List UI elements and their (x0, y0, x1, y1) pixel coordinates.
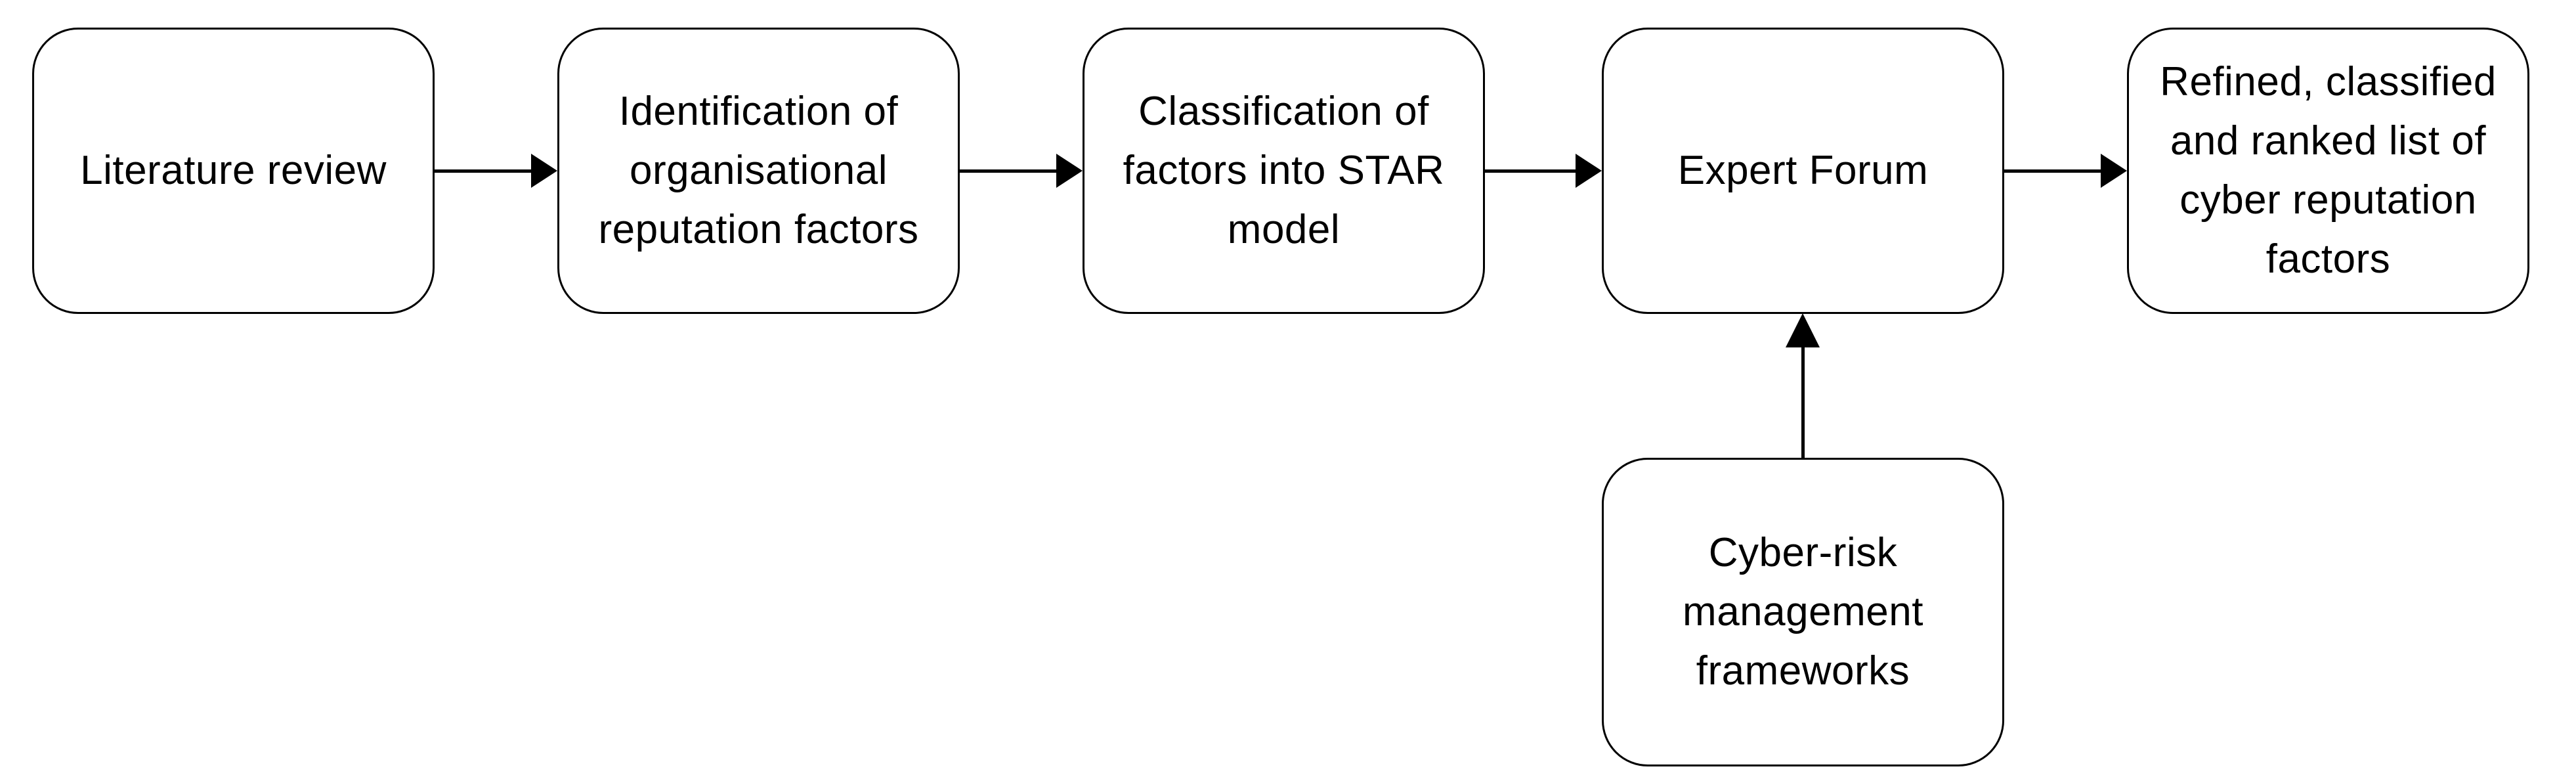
arrow-line-classification-to-expert-forum (1485, 169, 1578, 173)
node-identification-of-reputation-factors: Identification of organisational reputat… (557, 28, 960, 314)
node-classification-into-star-model: Classification of factors into STAR mode… (1083, 28, 1485, 314)
node-expert-forum: Expert Forum (1602, 28, 2004, 314)
node-refined-ranked-list: Refined, classified and ranked list of c… (2127, 28, 2529, 314)
node-classification-label: Classification of factors into STAR mode… (1123, 89, 1445, 252)
arrow-line-literature-to-identification (435, 169, 533, 173)
arrow-head-right-icon (1056, 154, 1083, 188)
node-literature-review-label: Literature review (80, 148, 387, 194)
node-cyber-risk-frameworks: Cyber-risk management frameworks (1602, 458, 2004, 766)
node-refined-ranked-list-label: Refined, classified and ranked list of c… (2160, 59, 2497, 282)
arrow-line-identification-to-classification (960, 169, 1058, 173)
arrow-line-frameworks-to-expert-forum (1801, 345, 1805, 458)
arrow-line-expert-forum-to-refined-list (2004, 169, 2103, 173)
arrow-head-up-icon (1786, 313, 1820, 347)
arrow-head-right-icon (531, 154, 557, 188)
arrow-head-right-icon (2101, 154, 2127, 188)
node-cyber-risk-frameworks-label: Cyber-risk management frameworks (1683, 530, 1923, 694)
node-literature-review: Literature review (32, 28, 435, 314)
arrow-head-right-icon (1576, 154, 1602, 188)
node-identification-label: Identification of organisational reputat… (598, 89, 919, 252)
node-expert-forum-label: Expert Forum (1677, 148, 1929, 194)
